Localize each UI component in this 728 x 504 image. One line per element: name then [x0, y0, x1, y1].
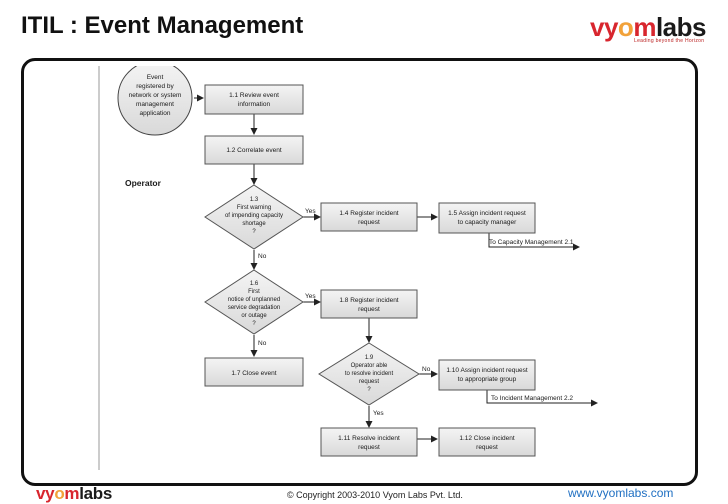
decision-1-9: 1.9 Operator able to resolve incident re…: [318, 342, 420, 406]
logo-labs: labs: [655, 12, 707, 42]
decision-text: First warning: [237, 205, 271, 211]
decision-text: ?: [367, 387, 371, 393]
footer-logo-o: o: [54, 484, 65, 503]
connector-1-10-to-incident: [486, 390, 598, 407]
box-text: request: [358, 219, 380, 226]
start-text-line: registered by: [136, 83, 174, 90]
footer-logo-vy: vy: [36, 484, 55, 503]
handoff-incident-management: To Incident Management 2.2: [491, 395, 573, 402]
box-text: 1.1 Review event: [229, 92, 279, 99]
box-text: 1.5 Assign incident request: [448, 210, 526, 217]
footer-vyomlabs-logo: vyomlabs: [36, 484, 113, 503]
handoff-capacity-management: To Capacity Management 2.1: [489, 239, 574, 246]
box-text: 1.12 Close incident: [459, 435, 514, 442]
box-text: to capacity manager: [458, 219, 517, 226]
box-text: request: [476, 444, 498, 451]
box-text: 1.4 Register incident: [339, 210, 398, 217]
lane-label-operator: Operator: [125, 178, 162, 188]
start-text-line: application: [139, 110, 170, 117]
vyomlabs-logo: vyomlabs Leading beyond the Horizon: [590, 12, 720, 48]
box-text: request: [358, 306, 380, 313]
decision-text: 1.9: [365, 355, 374, 361]
decision-text: Operator able: [351, 363, 388, 369]
box-1-8: 1.8 Register incident request: [320, 289, 418, 319]
decision-text: 1.6: [250, 281, 259, 287]
logo-o: o: [617, 12, 634, 42]
label-yes-1-3: Yes: [305, 208, 316, 215]
decision-text: ?: [252, 229, 256, 235]
decision-1-6: 1.6 First notice of unplanned service de…: [204, 269, 304, 335]
decision-text: 1.3: [250, 197, 259, 203]
decision-text: First: [248, 289, 260, 295]
connector-1-5-to-capacity: [488, 233, 580, 251]
box-1-11: 1.11 Resolve incident request: [320, 427, 418, 457]
decision-text: or outage: [241, 313, 267, 319]
box-text: to appropriate group: [458, 376, 517, 383]
decision-text: request: [359, 379, 379, 385]
event-management-flowchart: Operator Event registered by network or …: [97, 66, 632, 470]
box-1-7: 1.7 Close event: [204, 357, 304, 387]
box-1-2: 1.2 Correlate event: [204, 135, 304, 165]
box-text: 1.2 Correlate event: [226, 147, 281, 154]
decision-1-3: 1.3 First warning of impending capacity …: [204, 184, 304, 250]
logo-m: m: [633, 12, 656, 42]
copyright-text: © Copyright 2003-2010 Vyom Labs Pvt. Ltd…: [287, 490, 463, 500]
box-text: 1.7 Close event: [231, 370, 276, 377]
box-text: 1.10 Assign incident request: [446, 367, 527, 374]
logo-vy: vy: [590, 12, 618, 42]
box-text: 1.11 Resolve incident: [338, 435, 400, 442]
label-no-1-3: No: [258, 253, 267, 260]
box-1-12: 1.12 Close incident request: [438, 427, 536, 457]
decision-text: shortage: [242, 221, 266, 227]
box-text: request: [358, 444, 380, 451]
content-frame: [21, 58, 698, 486]
start-event-circle: Event registered by network or system ma…: [117, 66, 193, 136]
start-text-line: network or system: [129, 92, 182, 99]
box-text: information: [238, 101, 271, 108]
label-yes-1-6: Yes: [305, 293, 316, 300]
box-1-10: 1.10 Assign incident request to appropri…: [438, 359, 536, 391]
page-title: ITIL : Event Management: [21, 12, 304, 39]
decision-text: of impending capacity: [225, 213, 283, 219]
box-text: 1.8 Register incident: [339, 297, 398, 304]
start-text-line: management: [136, 101, 174, 108]
website-link[interactable]: www.vyomlabs.com: [568, 486, 674, 500]
decision-text: ?: [252, 321, 256, 327]
start-text-line: Event: [147, 74, 164, 81]
label-no-1-6: No: [258, 340, 267, 347]
decision-text: notice of unplanned: [228, 297, 280, 303]
box-1-5: 1.5 Assign incident request to capacity …: [438, 202, 536, 234]
box-1-4: 1.4 Register incident request: [320, 202, 418, 232]
logo-tagline: Leading beyond the Horizon: [634, 38, 705, 44]
box-1-1: 1.1 Review event information: [204, 84, 304, 115]
decision-text: to resolve incident: [345, 371, 394, 377]
decision-text: service degradation: [228, 305, 280, 311]
label-no-1-9: No: [422, 366, 431, 373]
connectors: [194, 94, 598, 443]
label-yes-1-9: Yes: [373, 410, 384, 417]
footer-logo-m: m: [64, 484, 80, 503]
footer-logo-labs: labs: [79, 484, 113, 503]
